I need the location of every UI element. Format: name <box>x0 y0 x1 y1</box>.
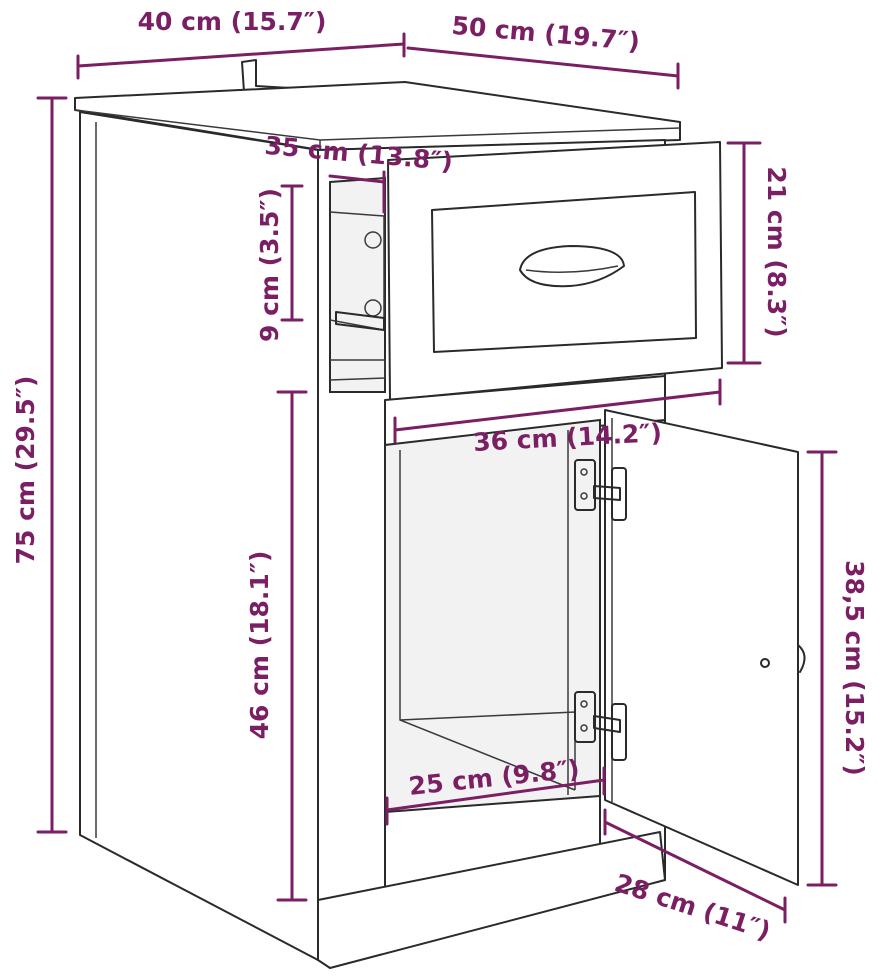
dim-top-width: 40 cm (15.7″) <box>138 7 327 36</box>
dim-top-depth: 50 cm (19.7″) <box>450 11 641 56</box>
drawer-rail <box>335 311 385 331</box>
dim-drawer-front-height: 21 cm (8.3″) <box>762 166 791 337</box>
dim-total-height: 75 cm (29.5″) <box>11 376 40 565</box>
drawer-handle-icon <box>519 245 625 288</box>
dimension-lines <box>36 32 838 924</box>
door-keyhole-icon <box>760 658 770 668</box>
dim-door-height: 38,5 cm (15.2″) <box>840 560 869 776</box>
cabinet-illustration <box>74 59 806 969</box>
dim-cabinet-height: 46 cm (18.1″) <box>245 551 274 740</box>
door-knob-icon <box>797 644 806 673</box>
lower-hinge-icon <box>574 691 627 761</box>
dim-drawer-inner-height: 9 cm (3.5″) <box>255 188 284 342</box>
upper-hinge-icon <box>574 459 627 521</box>
cabinet-plinth <box>317 831 666 969</box>
cabinet-door <box>604 409 799 886</box>
dim-inner-depth: 28 cm (11″) <box>611 868 774 946</box>
